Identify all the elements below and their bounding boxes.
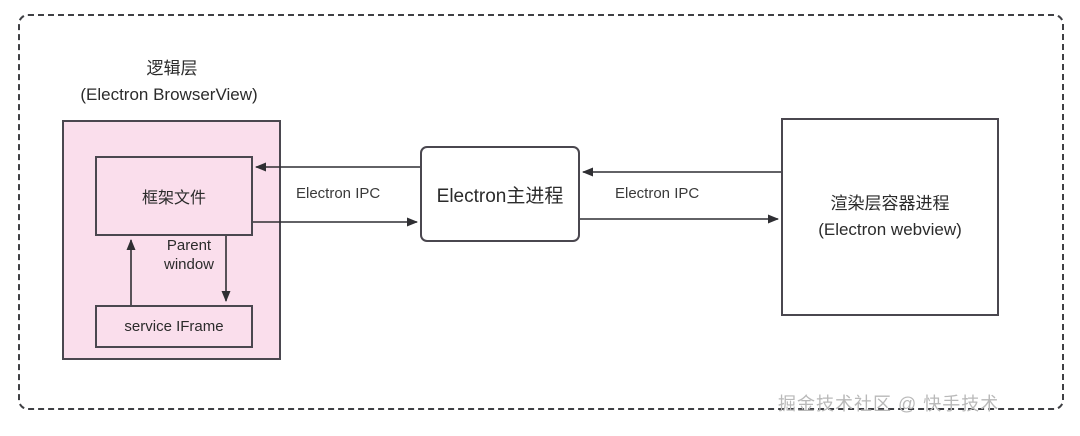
parent-window-link-label: Parent window xyxy=(143,236,235,274)
overall-architecture-boundary xyxy=(18,14,1064,410)
right-ipc-label: Electron IPC xyxy=(615,185,700,202)
left-ipc-label: Electron IPC xyxy=(296,185,381,202)
logic-layer-title-en: (Electron BrowserView) xyxy=(80,85,258,104)
render-layer-label-en: (Electron webview) xyxy=(818,220,962,239)
logic-layer-title-cn: 逻辑层 xyxy=(146,59,198,78)
electron-main-process-box[interactable]: Electron主进程 xyxy=(420,146,580,242)
service-iframe-label: service IFrame xyxy=(124,318,224,335)
logic-layer-title: 逻辑层 (Electron BrowserView) xyxy=(62,56,282,108)
frame-file-box[interactable]: 框架文件 xyxy=(95,156,253,236)
watermark: 掘金技术社区 @ 快手技术 xyxy=(778,394,1000,414)
parent-window-label-line2: window xyxy=(163,256,215,273)
frame-file-label: 框架文件 xyxy=(141,190,206,207)
service-iframe-box[interactable]: service IFrame xyxy=(95,305,253,348)
render-layer-container-process-box[interactable]: 渲染层容器进程 (Electron webview) xyxy=(781,118,999,316)
parent-window-label-line1: Parent xyxy=(166,237,212,254)
electron-main-process-label: Electron主进程 xyxy=(436,185,564,207)
render-layer-label-cn: 渲染层容器进程 xyxy=(830,194,950,213)
